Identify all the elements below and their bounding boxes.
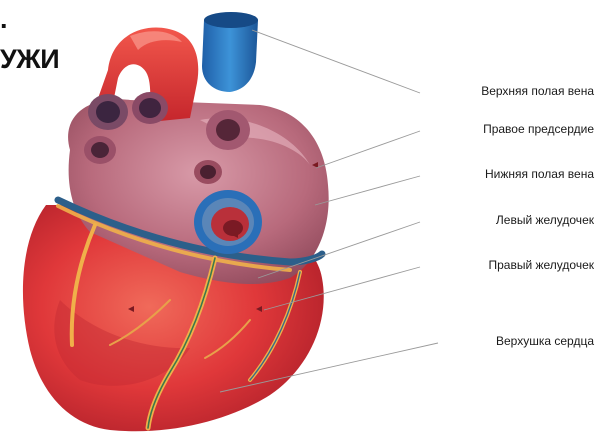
leader-line-right-atrium [316, 131, 420, 168]
superior-vena-cava-opening [204, 12, 258, 28]
title-fragment: . [0, 6, 7, 33]
label-inferior-vena-cava: Нижняя полая вена [485, 167, 594, 181]
label-left-ventricle: Левый желудочек [496, 213, 594, 227]
inferior-vena-cava [194, 190, 262, 254]
title-fragment: УЖИ [0, 46, 59, 73]
label-right-atrium: Правое предсердие [483, 122, 594, 136]
label-superior-vena-cava: Верхняя полая вена [481, 84, 594, 98]
label-right-ventricle: Правый желудочек [488, 258, 594, 272]
leader-line-svc [252, 30, 420, 93]
leader-line-ivc [315, 176, 420, 205]
label-heart-apex: Верхушка сердца [496, 334, 594, 348]
